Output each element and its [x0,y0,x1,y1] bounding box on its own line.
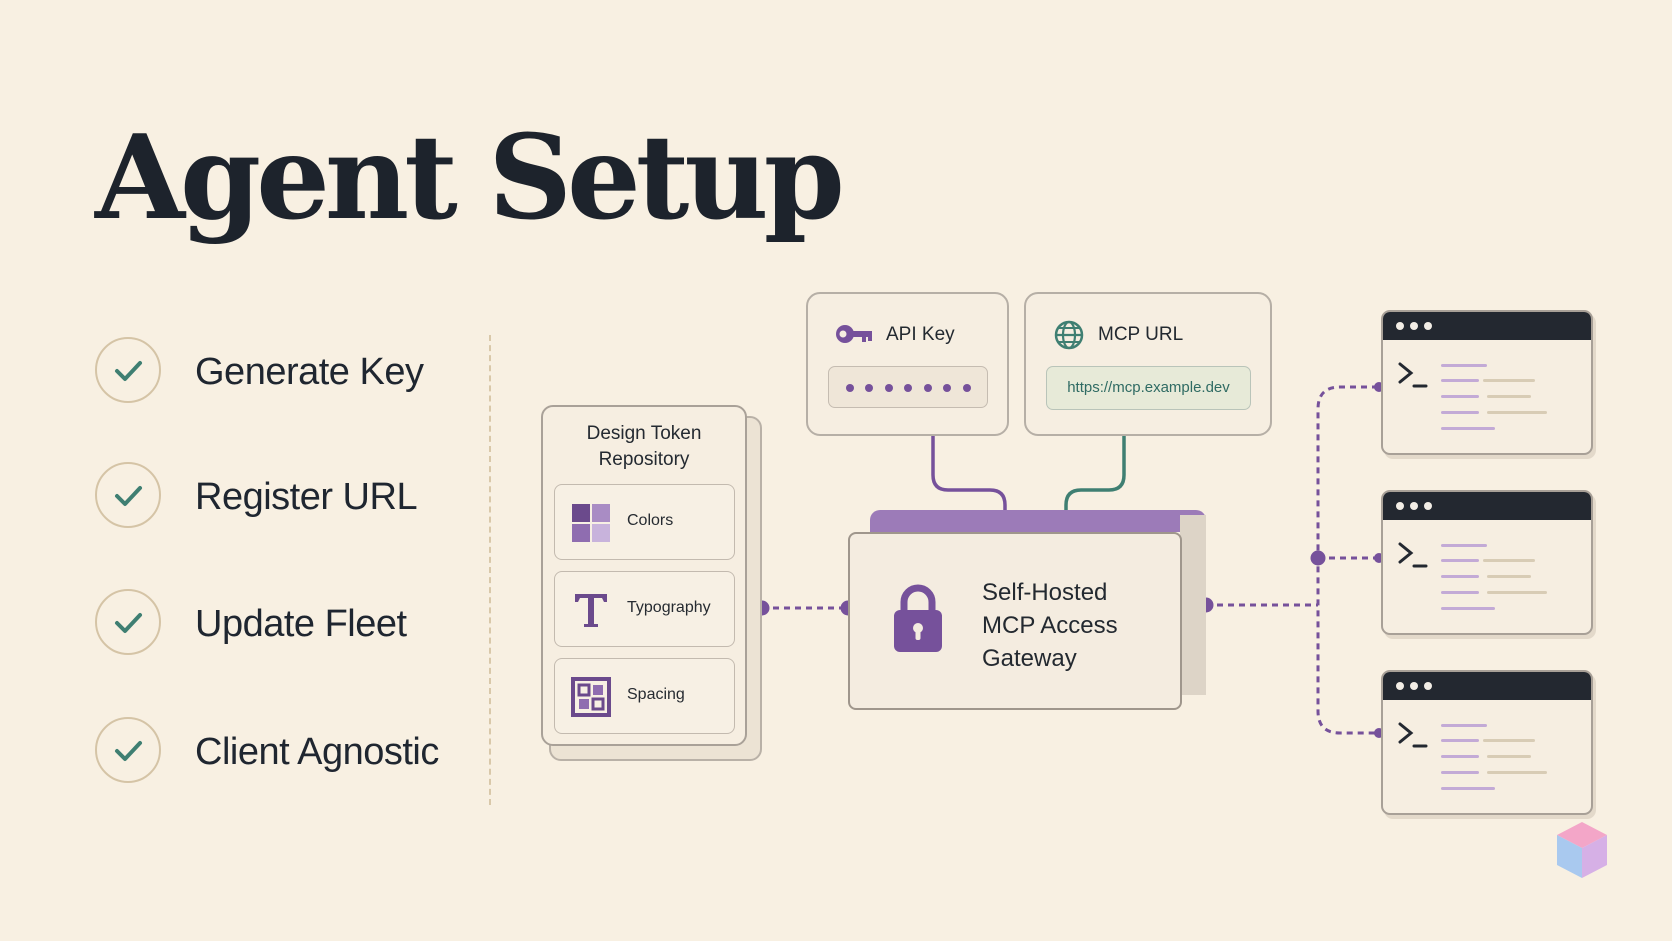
terminal-prompt-icon [1398,362,1428,388]
code-line [1487,411,1547,414]
code-line [1441,411,1479,414]
repository-item-label: Typography [627,599,711,616]
repository-title-line: Repository [598,449,690,470]
repository-item-colors: Colors [554,484,735,560]
code-line [1441,395,1479,398]
check-icon [95,337,161,403]
code-line [1487,591,1547,594]
masked-char [943,384,951,392]
globe-icon [1054,320,1084,350]
terminal-prompt-icon [1398,542,1428,568]
repository-item-label: Colors [627,512,674,529]
code-line [1483,379,1535,382]
repository-item-spacing: Spacing [554,658,735,734]
code-line [1441,755,1479,758]
code-line [1441,591,1479,594]
typography-icon [575,594,607,627]
code-line [1441,379,1479,382]
code-line [1483,559,1535,562]
checklist-label: Client Agnostic [195,731,439,773]
connector-node [1310,550,1326,566]
code-line [1441,575,1479,578]
terminal-title-bar [1383,672,1591,700]
masked-char [904,384,912,392]
gateway-label-line: Gateway [982,645,1077,672]
mcp-url-card: MCP URL https://mcp.example.dev [1024,292,1272,436]
terminal-title-bar [1383,492,1591,520]
code-line [1487,771,1547,774]
terminal-title-bar [1383,312,1591,340]
checklist-item: Generate Key [95,337,515,409]
code-line [1487,575,1531,578]
gateway-label-line: Self-Hosted [982,579,1108,606]
masked-char [846,384,854,392]
gateway-label: Self-Hosted MCP Access Gateway [982,576,1182,675]
code-line [1441,427,1495,430]
masked-char [865,384,873,392]
api-key-card: API Key [806,292,1009,436]
cube-logo-icon [1557,822,1607,878]
window-dot [1410,322,1418,330]
repository-title: Design Token Repository [543,421,745,473]
code-line [1487,755,1531,758]
api-key-label: API Key [886,324,955,345]
window-dot [1424,502,1432,510]
window-dot [1410,682,1418,690]
check-icon [95,717,161,783]
code-line [1441,607,1495,610]
color-grid-icon [572,504,610,542]
code-line [1441,787,1495,790]
masked-char [963,384,971,392]
checklist-item: Register URL [95,462,515,534]
lock-icon [894,584,942,652]
agent-terminal-window [1381,670,1593,815]
gateway-top-face [870,510,1206,532]
repository-item-typography: Typography [554,571,735,647]
code-line [1441,364,1487,367]
spacing-icon [571,677,611,717]
mcp-url-connector [1064,436,1126,532]
checklist-label: Generate Key [195,351,424,393]
repository-item-label: Spacing [627,686,685,703]
code-line [1441,739,1479,742]
terminal-prompt-icon [1398,722,1428,748]
code-line [1483,739,1535,742]
check-icon [95,462,161,528]
window-dot [1396,322,1404,330]
checklist-label: Register URL [195,476,418,518]
design-token-repository: Design Token Repository Colors Typograph… [541,405,747,746]
checklist-item: Client Agnostic [95,717,515,789]
masked-char [924,384,932,392]
page-title: Agent Setup [95,110,845,246]
api-key-connector [931,436,1007,532]
mcp-url-field[interactable]: https://mcp.example.dev [1046,366,1251,410]
fleet-branch-connector [1316,385,1378,735]
checklist-label: Update Fleet [195,603,407,645]
code-line [1441,771,1479,774]
window-dot [1410,502,1418,510]
mcp-url-label: MCP URL [1098,324,1184,345]
mcp-access-gateway: Self-Hosted MCP Access Gateway [848,532,1182,710]
window-dot [1396,502,1404,510]
repository-title-line: Design Token [586,423,702,444]
window-dot [1396,682,1404,690]
api-key-field[interactable] [828,366,988,408]
window-dot [1424,322,1432,330]
key-icon [836,325,872,343]
agent-terminal-window [1381,310,1593,455]
gateway-label-line: MCP Access [982,612,1118,639]
code-line [1441,559,1479,562]
code-line [1487,395,1531,398]
agent-terminal-window [1381,490,1593,635]
check-icon [95,589,161,655]
code-line [1441,544,1487,547]
section-divider [489,335,491,805]
gateway-side-face [1180,515,1206,695]
window-dot [1424,682,1432,690]
checklist-item: Update Fleet [95,589,515,661]
masked-char [885,384,893,392]
code-line [1441,724,1487,727]
